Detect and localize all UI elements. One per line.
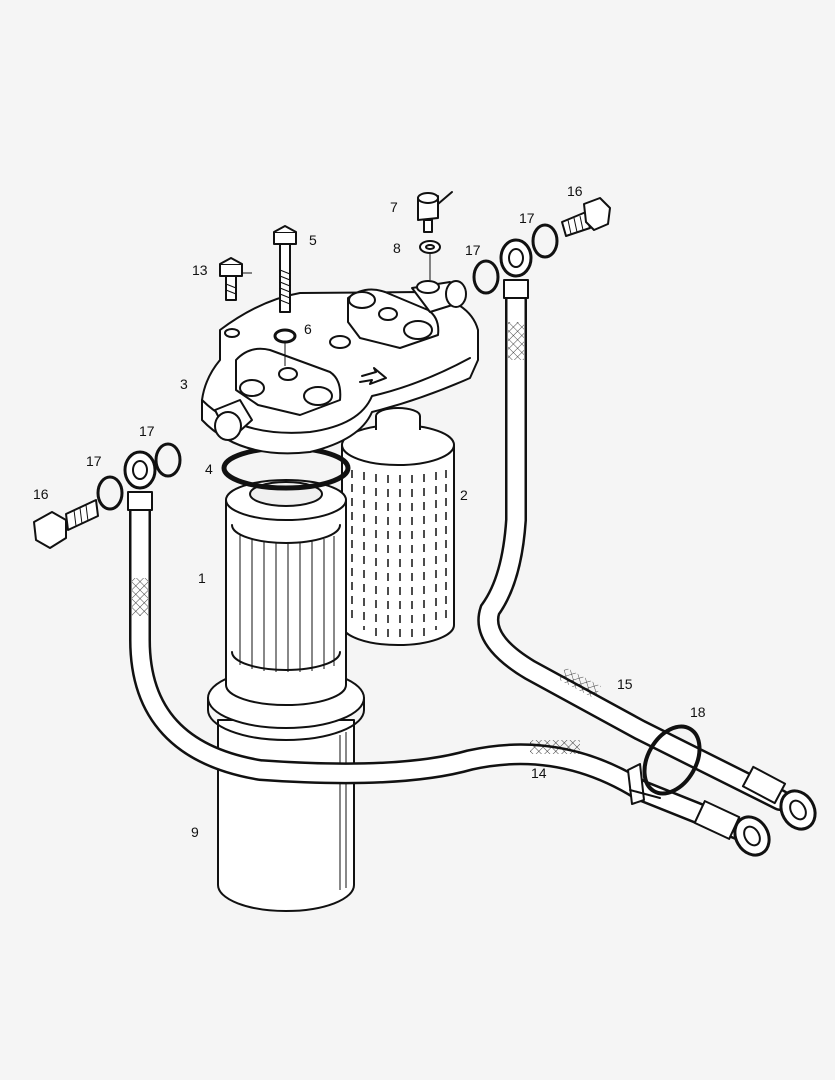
sealing-washer-right-inner [472, 259, 500, 295]
secondary-filter-element [341, 407, 455, 646]
label-7: 7 [390, 199, 398, 215]
label-5: 5 [309, 232, 317, 248]
label-15: 15 [617, 676, 633, 692]
banjo-bolt-left [33, 499, 99, 549]
filter-head [201, 280, 479, 455]
label-18: 18 [690, 704, 706, 720]
sealing-washer-left-outer [96, 475, 124, 511]
label-4: 4 [205, 461, 213, 477]
label-6: 6 [304, 321, 312, 337]
fuel-hose-15 [477, 238, 817, 831]
label-2: 2 [460, 487, 468, 503]
label-3: 3 [180, 376, 188, 392]
label-17-left-inner: 17 [139, 423, 155, 439]
sealing-washer-right-outer [531, 223, 559, 259]
short-bolt [219, 257, 243, 301]
bleed-screw [417, 191, 453, 233]
label-14: 14 [531, 765, 547, 781]
label-17-right-inner: 17 [465, 242, 481, 258]
main-filter-element [225, 479, 347, 706]
label-13: 13 [192, 262, 208, 278]
leader-lines [241, 253, 431, 366]
part-labels: 1 2 3 4 5 6 7 8 9 13 14 15 16 16 17 17 1… [33, 183, 706, 840]
small-washer [419, 240, 441, 254]
label-17-left-outer: 17 [86, 453, 102, 469]
washer [273, 328, 297, 344]
label-16-left: 16 [33, 486, 49, 502]
fuel-hose-14 [123, 450, 771, 857]
banjo-bolt-right [561, 197, 611, 237]
label-8: 8 [393, 240, 401, 256]
long-bolt [273, 225, 297, 313]
sealing-washer-left-inner [154, 442, 182, 478]
label-9: 9 [191, 824, 199, 840]
label-16-right: 16 [567, 183, 583, 199]
hose-clamp [627, 724, 702, 805]
label-1: 1 [198, 570, 206, 586]
label-17-right-outer: 17 [519, 210, 535, 226]
